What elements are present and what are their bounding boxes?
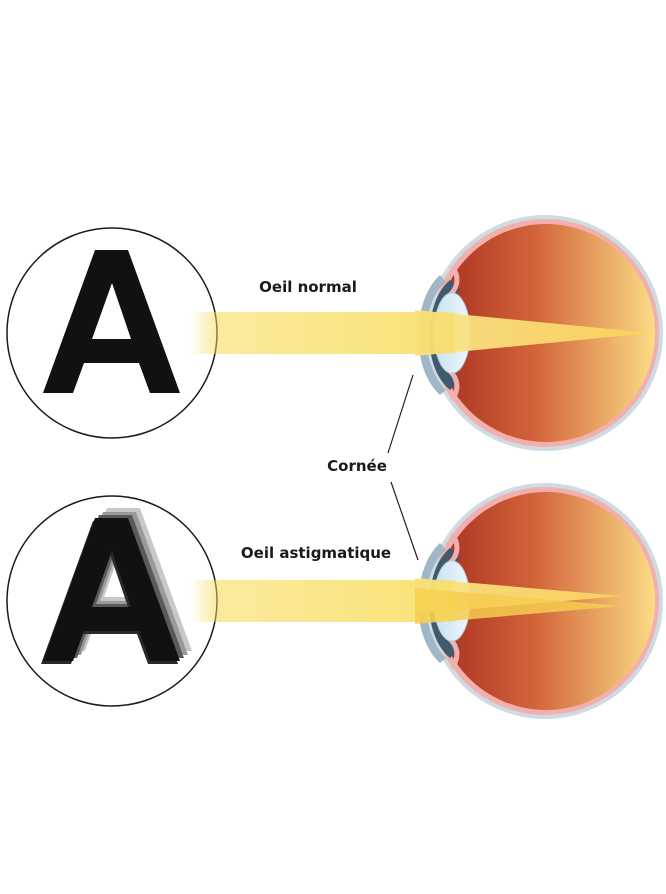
- cornea-pointer: Cornée: [327, 374, 419, 561]
- letter-circle-astigmatic: [6, 495, 218, 707]
- label-normal-eye: Oeil normal: [259, 278, 357, 296]
- blurred-letter-a: [41, 508, 192, 664]
- light-beam-astigmatic: [190, 580, 430, 622]
- sharp-letter-a: [43, 250, 180, 393]
- light-beam-normal: [190, 312, 430, 354]
- label-cornea: Cornée: [327, 457, 387, 475]
- eyeball-normal: [415, 215, 663, 451]
- normal-eye-group: Oeil normal: [6, 215, 663, 451]
- focus-cone-normal: [415, 310, 652, 356]
- eyeball-astigmatic: [415, 483, 663, 719]
- focus-cone-astigmatic-2: [415, 588, 622, 624]
- label-astigmatic-eye: Oeil astigmatique: [241, 544, 391, 562]
- letter-circle-normal: [6, 227, 218, 439]
- astigmatic-eye-group: Oeil astigmatique: [6, 483, 663, 719]
